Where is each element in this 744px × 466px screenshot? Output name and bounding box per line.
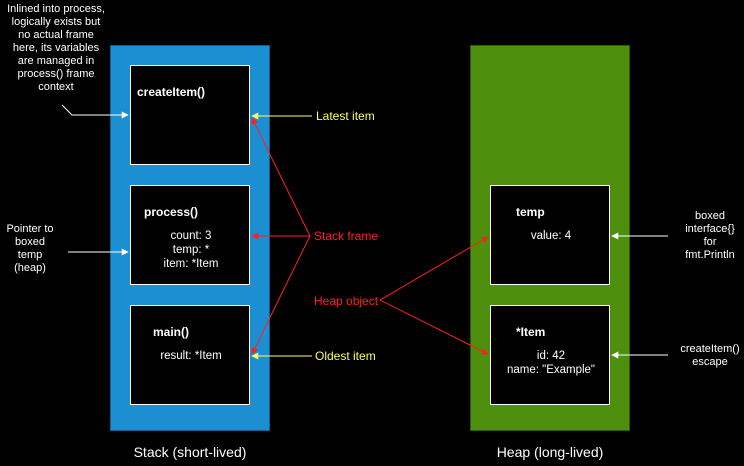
label-latest-item: Latest item: [316, 109, 375, 123]
arrow-heap-object-item: [379, 299, 489, 355]
note-pointer-line: Pointer to: [6, 223, 54, 235]
note-inlined: Inlined into process, logically exists b…: [0, 3, 112, 94]
note-inlined-line: here, its variables: [12, 42, 100, 54]
note-boxed-line: boxed: [695, 210, 725, 222]
note-inlined-line: process() frame: [17, 68, 95, 80]
heap-object-temp-title: temp: [516, 205, 545, 219]
frame-main: main() result: *Item: [130, 305, 250, 405]
label-heap-object: Heap object: [314, 294, 379, 308]
frame-process-line-temp: temp: *: [172, 244, 210, 256]
note-inlined-line: are managed in: [17, 55, 95, 67]
heap-object-item: *Item id: 42 name: "Example": [490, 305, 610, 405]
frame-createitem: createItem(): [130, 65, 250, 165]
frame-main-title: main(): [153, 325, 189, 339]
frame-process-title: process(): [144, 205, 199, 219]
heap-object-temp: temp value: 4: [490, 185, 610, 285]
note-inlined-line: no actual frame: [18, 29, 94, 41]
stack-region-label: Stack (short-lived): [133, 444, 247, 460]
note-pointer-line: temp: [17, 249, 43, 261]
note-pointer: Pointer to boxed temp (heap): [0, 223, 60, 275]
arrow-heap-object-temp: [379, 236, 489, 301]
note-escape-line: createItem(): [680, 343, 740, 355]
note-pointer-line: (heap): [14, 262, 46, 274]
frame-createitem-title: createItem(): [137, 85, 206, 99]
note-inlined-line: logically exists but: [11, 16, 101, 28]
note-inlined-line: Inlined into process,: [7, 3, 105, 15]
label-stack-frame: Stack frame: [314, 229, 379, 243]
label-oldest-item: Oldest item: [315, 349, 376, 363]
arrow-stack-frame-createitem: [251, 117, 311, 237]
note-pointer-line: boxed: [15, 236, 45, 248]
note-boxed: boxed interface{} for fmt.Println: [670, 210, 744, 262]
heap-object-item-line-id: id: 42: [536, 350, 566, 362]
note-inlined-line: context: [38, 81, 74, 93]
frame-process: process() count: 3 temp: * item: *Item: [130, 185, 250, 285]
frame-process-line-count: count: 3: [170, 230, 212, 242]
frame-main-line-result: result: *Item: [160, 350, 222, 362]
heap-object-item-line-name: name: "Example": [506, 364, 596, 376]
note-boxed-line: fmt.Println: [685, 249, 735, 261]
arrow-inlined-to-createitem: [61, 104, 129, 119]
heap-object-item-title: *Item: [516, 325, 546, 339]
note-boxed-line: for: [703, 236, 717, 248]
note-boxed-line: interface{}: [685, 223, 735, 235]
heap-object-temp-line-value: value: 4: [530, 230, 572, 242]
note-escape: createItem() escape: [672, 343, 744, 369]
frame-process-line-item: item: *Item: [163, 258, 219, 270]
note-escape-line: escape: [692, 356, 728, 368]
arrow-stack-frame-main: [251, 235, 311, 355]
heap-region-label: Heap (long-lived): [496, 444, 604, 460]
